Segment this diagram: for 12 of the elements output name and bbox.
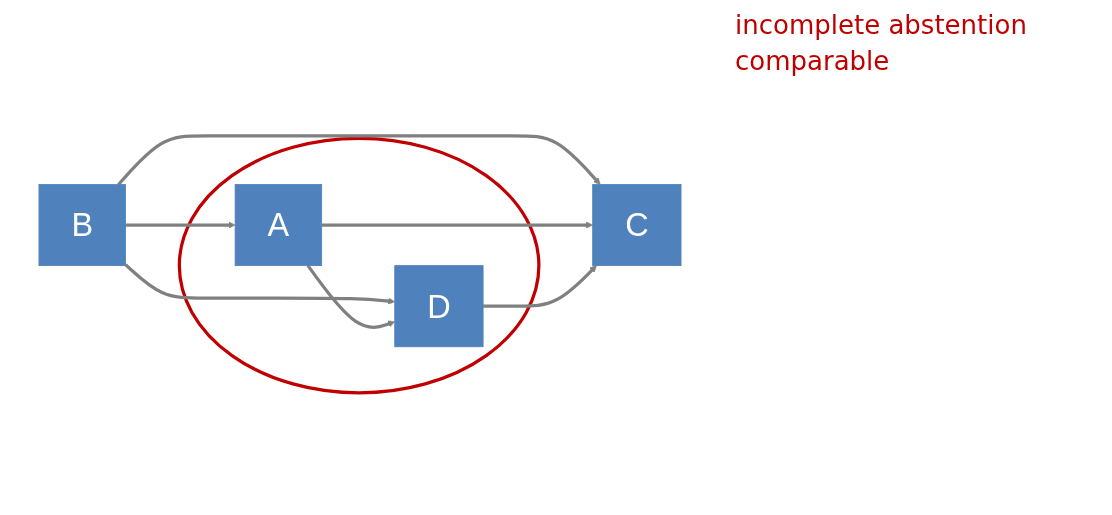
node-box: C: [592, 184, 682, 267]
arrow: [117, 134, 601, 186]
arrow: [306, 264, 396, 329]
arrow: [483, 265, 597, 308]
node-box: A: [234, 184, 323, 267]
node-box: B: [38, 184, 126, 267]
arrow: [321, 221, 593, 229]
arrow: [125, 221, 236, 229]
annotation-text: incomplete abstention: [735, 10, 1027, 40]
annotation-text: comparable: [735, 46, 890, 76]
arrow: [124, 263, 396, 305]
node-box: D: [394, 265, 484, 348]
